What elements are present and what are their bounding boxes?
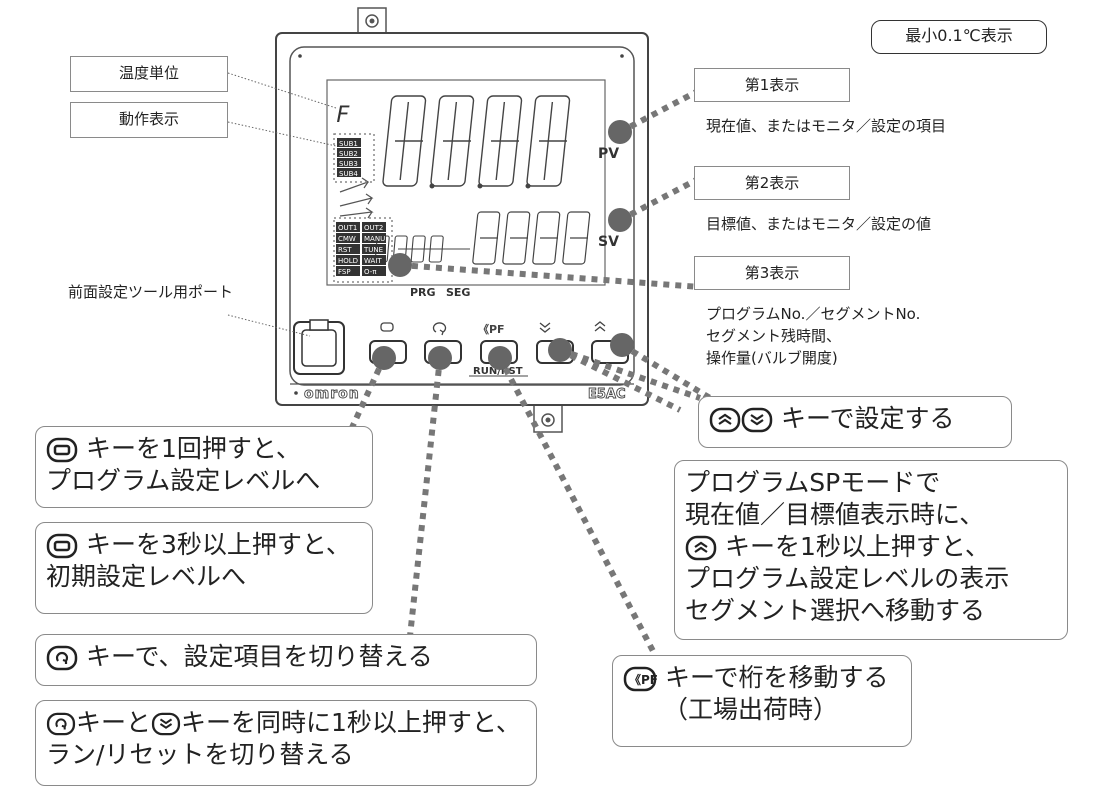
up-key-icon <box>685 535 717 561</box>
out-indicator-box <box>362 266 386 276</box>
mode-key-3s-line2: 初期設定レベルへ <box>46 562 247 591</box>
display-3-desc-1: プログラムNo.／セグメントNo. <box>706 305 921 323</box>
sub-indicator-box <box>337 138 361 147</box>
down-key-icon <box>539 322 551 333</box>
out-indicator-box <box>362 222 386 232</box>
operation-label: 動作表示 <box>70 102 228 138</box>
min-display-badge: 最小0.1℃表示 <box>871 20 1047 54</box>
out-indicator-box <box>362 233 386 243</box>
display-1-title: 第1表示 <box>694 68 850 102</box>
program-sp-callout: プログラムSPモードで 現在値／目標値表示時に、 キーを1秒以上押すと、 プログ… <box>674 460 1068 640</box>
pf-key-icon: 《PF <box>478 323 505 336</box>
out-indicator-box <box>362 244 386 254</box>
out-indicator-label: TUNE <box>363 246 383 254</box>
mode-key-3s-line1: キーを3秒以上押すと、 <box>85 530 351 559</box>
cycle-key-callout: キーで、設定項目を切り替える <box>35 634 537 686</box>
cycle-key-text: キーで、設定項目を切り替える <box>85 642 433 671</box>
out-indicator-box <box>336 222 360 232</box>
temp-unit-label: 温度単位 <box>70 56 228 92</box>
prg-label: PRG <box>410 286 436 299</box>
out-indicator-label: RST <box>338 246 352 254</box>
mode-key-icon <box>46 533 78 559</box>
out-indicator-label: OUT1 <box>338 224 357 232</box>
bottom-mount-tab <box>533 403 563 433</box>
mode-key-once-callout: キーを1回押すと、 プログラム設定レベルへ <box>35 426 373 508</box>
cycle-key-icon <box>432 322 447 336</box>
display-2-title: 第2表示 <box>694 166 850 200</box>
sub-indicator-box <box>337 168 361 177</box>
pf-key-callout: 《PF キーで桁を移動する （工場出荷時） <box>612 655 912 747</box>
cycle-key-icon <box>46 712 76 736</box>
cycle-down-callout: キーとキーを同時に1秒以上押すと、 ラン/リセットを切り替える <box>35 700 537 786</box>
cycle-down-line1a: キーと <box>76 708 152 737</box>
sub-indicator-label: SUB3 <box>339 160 358 168</box>
program-sp-line1: プログラムSPモードで <box>685 468 941 497</box>
program-sp-line5: セグメント選択へ移動する <box>685 596 986 625</box>
display-2-desc: 目標値、またはモニタ／設定の値 <box>706 215 932 233</box>
callout-dots <box>372 120 634 370</box>
sub-indicator-box <box>337 158 361 167</box>
mode-key-icon <box>46 437 78 463</box>
display-3-title: 第3表示 <box>694 256 850 290</box>
key-icons-row: 《PF <box>380 321 606 336</box>
cycle-down-line2: ラン/リセットを切り替える <box>46 740 354 769</box>
seg-label: SEG <box>446 286 470 299</box>
out-indicator-box <box>336 255 360 265</box>
down-key-icon <box>741 407 773 433</box>
sub-indicator-label: SUB1 <box>339 140 358 148</box>
out-indicator-label: CMW <box>338 235 356 243</box>
out-indicator-label: OUT2 <box>364 224 383 232</box>
pv-label: PV <box>598 146 619 162</box>
thin-leaders <box>227 72 337 337</box>
sub-indicator-box <box>337 148 361 157</box>
program-sp-line4: プログラム設定レベルの表示 <box>685 564 1010 593</box>
top-mount-tab <box>357 7 387 35</box>
svg-text:《PF: 《PF <box>629 672 657 687</box>
sv-label: SV <box>598 234 619 250</box>
updown-callout: キーで設定する <box>698 396 1012 448</box>
cycle-down-line1b: キーを同時に1秒以上押すと、 <box>181 708 521 737</box>
out-indicator-label: WAIT <box>364 257 382 265</box>
out-indicator-box <box>336 266 360 276</box>
brand-logo: omron <box>304 386 360 402</box>
program-sp-line2: 現在値／目標値表示時に、 <box>685 500 985 529</box>
down-key-icon <box>151 712 181 736</box>
up-key-icon <box>594 321 606 332</box>
display-1-desc: 現在値、またはモニタ／設定の項目 <box>706 117 947 135</box>
updown-text: キーで設定する <box>780 404 955 433</box>
program-sp-line3: キーを1秒以上押すと、 <box>724 532 990 561</box>
display-3-desc-3: 操作量(バルブ開度) <box>706 349 838 367</box>
pv-digits <box>382 95 571 189</box>
run-rst-label: RUN/RST <box>473 366 523 377</box>
pf-key-line2: （工場出荷時） <box>663 695 839 724</box>
out-indicator-box <box>336 244 360 254</box>
front-port-label: 前面設定ツール用ポート <box>68 283 234 301</box>
out-indicator-label: FSP <box>338 268 351 276</box>
out-indicator-box <box>362 255 386 265</box>
pf-key-line1: キーで桁を移動する <box>664 663 889 692</box>
sv-digits <box>472 211 591 265</box>
sub-indicator-label: SUB4 <box>339 170 358 178</box>
out-indicator-label: MANU <box>364 235 385 243</box>
display-3-desc-2: セグメント残時間、 <box>706 327 842 345</box>
up-key-icon <box>709 407 741 433</box>
pf-key-icon: 《PF <box>623 666 657 692</box>
front-port[interactable] <box>293 319 345 375</box>
sub-indicator-label: SUB2 <box>339 150 358 158</box>
out-indicator-box <box>336 233 360 243</box>
mode-key-once-line2: プログラム設定レベルへ <box>46 466 321 495</box>
temp-unit-glyph: F <box>336 103 350 128</box>
out-indicator-label: O-π <box>364 268 377 276</box>
mode-key-once-line1: キーを1回押すと、 <box>85 434 301 463</box>
operation-arrows <box>339 177 374 219</box>
model-label: E5AC <box>588 387 626 402</box>
thick-connectors <box>347 87 712 655</box>
mode-key-icon <box>380 322 394 332</box>
out-indicator-label: HOLD <box>338 257 358 265</box>
cycle-key-icon <box>46 645 78 671</box>
mode-key-3s-callout: キーを3秒以上押すと、 初期設定レベルへ <box>35 522 373 614</box>
